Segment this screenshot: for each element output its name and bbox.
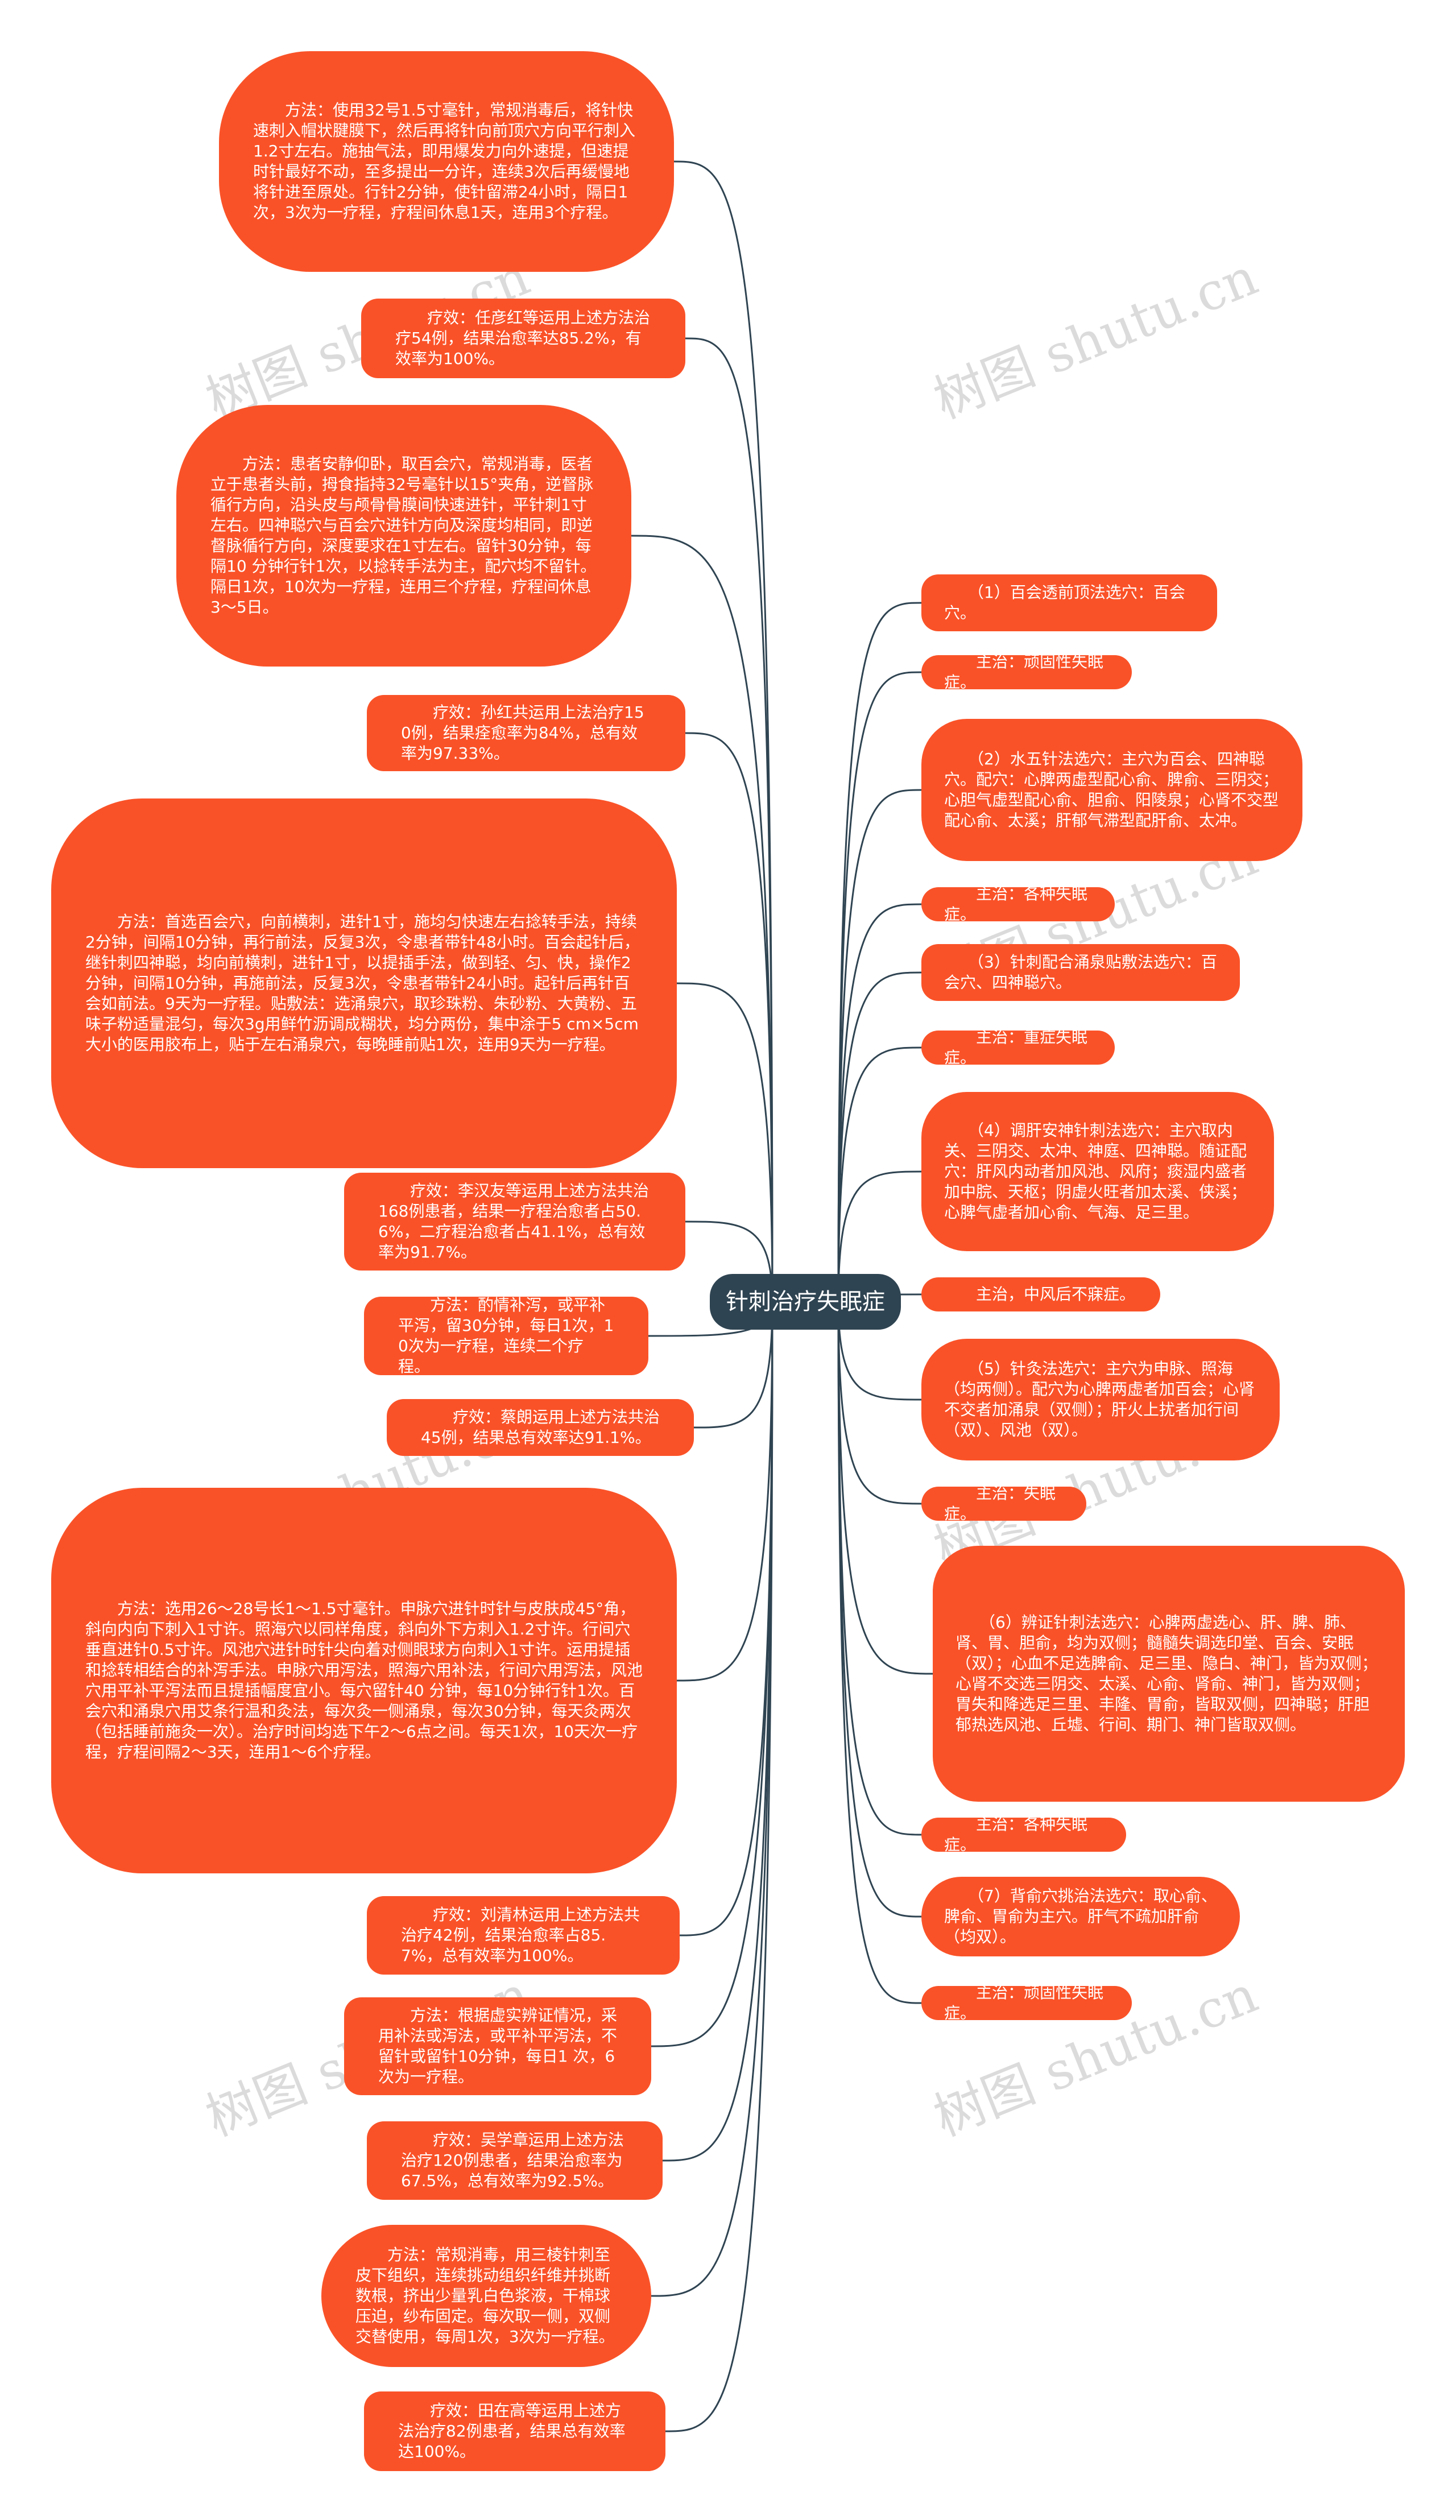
node-text: 主治：顽固性失眠症。 bbox=[944, 655, 1104, 689]
node-text: 主治：顽固性失眠症。 bbox=[944, 1986, 1104, 2020]
connector-line bbox=[676, 982, 774, 1302]
node-text: 疗效：任彦红等运用上述方法治疗54例，结果治愈率达85.2%，有效率为100%。 bbox=[395, 308, 651, 368]
node-text: （3）针刺配合涌泉贴敷法选穴：百会穴、四神聪穴。 bbox=[944, 953, 1217, 992]
left-node-method-5[interactable]: 方法：选用26～28号长1～1.5寸毫针。申脉穴进针时针与皮肤成45°角，斜向内… bbox=[51, 1488, 677, 1873]
connector-line bbox=[651, 1301, 774, 2297]
left-node-method-4[interactable]: 方法：酌情补泻，或平补平泻，留30分钟，每日1次，10次为一疗程，连续二个疗程。 bbox=[364, 1297, 648, 1375]
connector-line bbox=[837, 1301, 922, 1401]
right-node-point-4[interactable]: （4）调肝安神针刺法选穴：主穴取内关、三阴交、太冲、神庭、四神聪。随证配穴：肝风… bbox=[921, 1092, 1274, 1251]
connector-line bbox=[837, 971, 922, 1302]
node-text: 方法：常规消毒，用三棱针刺至皮下组织，连续挑动组织纤维并挑断数根，挤出少量乳白色… bbox=[355, 2245, 615, 2346]
node-text: 主治：重症失眠症。 bbox=[944, 1031, 1088, 1065]
left-node-method-7[interactable]: 方法：常规消毒，用三棱针刺至皮下组织，连续挑动组织纤维并挑断数根，挤出少量乳白色… bbox=[321, 2225, 651, 2367]
node-text: （6）辨证针刺法选穴：心脾两虚选心、肝、脾、肺、肾、胃、胆俞，均为双侧；髓髓失调… bbox=[956, 1613, 1378, 1734]
right-node-point-6[interactable]: （6）辨证针刺法选穴：心脾两虚选心、肝、脾、肺、肾、胃、胆俞，均为双侧；髓髓失调… bbox=[933, 1546, 1405, 1802]
left-node-method-3[interactable]: 方法：首选百会穴，向前横刺，进针1寸，施均匀快速左右捻转手法，持续2分钟，间隔1… bbox=[51, 798, 677, 1168]
node-text: 疗效：孙红共运用上法治疗150例，结果痊愈率为84%，总有效率为97.33%。 bbox=[401, 703, 644, 763]
node-text: 疗效：田在高等运用上述方法治疗82例患者，结果总有效率达100%。 bbox=[398, 2401, 626, 2461]
connector-line bbox=[837, 1301, 922, 1505]
node-text: 主治：各种失眠症。 bbox=[944, 887, 1088, 921]
connector-line bbox=[631, 535, 774, 1302]
connector-line bbox=[837, 1301, 922, 2004]
node-text: 方法：使用32号1.5寸毫针，常规消毒后，将针快速刺入帽状腱膜下，然后再将针向前… bbox=[253, 101, 636, 222]
connector-line bbox=[693, 1301, 774, 1429]
connector-line bbox=[651, 1301, 774, 2047]
left-node-result-7[interactable]: 疗效：田在高等运用上述方法治疗82例患者，结果总有效率达100%。 bbox=[364, 2391, 665, 2471]
left-node-result-4[interactable]: 疗效：蔡朗运用上述方法共治45例，结果总有效率达91.1%。 bbox=[387, 1399, 694, 1456]
right-node-indication-6[interactable]: 主治：各种失眠症。 bbox=[921, 1818, 1126, 1852]
left-node-method-2[interactable]: 方法：患者安静仰卧，取百会穴，常规消毒，医者立于患者头前，拇食指持32号毫针以1… bbox=[176, 405, 631, 667]
node-text: （5）针灸法选穴：主穴为申脉、照海（均两侧）。配穴为心脾两虚者加百会；心肾不交者… bbox=[944, 1359, 1255, 1439]
node-text: 疗效：李汉友等运用上述方法共治168例患者，结果一疗程治愈者占50.6%，二疗程… bbox=[378, 1181, 650, 1261]
right-node-indication-3[interactable]: 主治：重症失眠症。 bbox=[921, 1031, 1115, 1065]
node-text: 疗效：刘清林运用上述方法共治疗42例，结果治愈率占85.7%，总有效率为100%… bbox=[401, 1905, 640, 1965]
node-text: 疗效：蔡朗运用上述方法共治45例，结果总有效率达91.1%。 bbox=[421, 1408, 660, 1447]
right-node-point-5[interactable]: （5）针灸法选穴：主穴为申脉、照海（均两侧）。配穴为心脾两虚者加百会；心肾不交者… bbox=[921, 1339, 1280, 1460]
connector-line bbox=[673, 160, 774, 1302]
connector-line bbox=[837, 1046, 922, 1302]
node-text: 方法：根据虚实辨证情况，采用补法或泻法，或平补平泻法，不留针或留针10分钟，每日… bbox=[378, 2006, 618, 2086]
left-node-result-1[interactable]: 疗效：任彦红等运用上述方法治疗54例，结果治愈率达85.2%，有效率为100%。 bbox=[361, 299, 685, 378]
left-node-method-1[interactable]: 方法：使用32号1.5寸毫针，常规消毒后，将针快速刺入帽状腱膜下，然后再将针向前… bbox=[219, 51, 674, 272]
node-text: 疗效：吴学章运用上述方法治疗120例患者，结果治愈率为67.5%，总有效率为92… bbox=[401, 2130, 624, 2190]
connector-line bbox=[837, 1170, 922, 1302]
connector-line bbox=[679, 1301, 774, 1936]
left-node-result-6[interactable]: 疗效：吴学章运用上述方法治疗120例患者，结果治愈率为67.5%，总有效率为92… bbox=[367, 2121, 663, 2200]
node-text: （7）背俞穴挑治法选穴：取心俞、脾俞、胃俞为主穴。肝气不疏加肝俞（均双）。 bbox=[944, 1886, 1217, 1946]
connector-line bbox=[837, 789, 922, 1302]
node-text: （4）调肝安神针刺法选穴：主穴取内关、三阴交、太冲、神庭、四神聪。随证配穴：肝风… bbox=[944, 1121, 1247, 1222]
node-text: 主治：各种失眠症。 bbox=[944, 1818, 1088, 1852]
connector-line bbox=[665, 1301, 774, 2432]
connector-line bbox=[685, 732, 774, 1302]
node-text: 方法：患者安静仰卧，取百会穴，常规消毒，医者立于患者头前，拇食指持32号毫针以1… bbox=[210, 454, 597, 616]
right-node-indication-1[interactable]: 主治：顽固性失眠症。 bbox=[921, 655, 1132, 689]
left-node-result-3[interactable]: 疗效：李汉友等运用上述方法共治168例患者，结果一疗程治愈者占50.6%，二疗程… bbox=[344, 1173, 685, 1271]
right-node-indication-5[interactable]: 主治：失眠症。 bbox=[921, 1487, 1086, 1521]
root-node[interactable]: 针刺治疗失眠症 bbox=[710, 1274, 901, 1330]
node-text: 主治，中风后不寐症。 bbox=[944, 1285, 1136, 1304]
connector-line bbox=[837, 1301, 922, 1836]
connector-line bbox=[685, 337, 774, 1302]
node-text: （2）水五针法选穴：主穴为百会、四神聪穴。配穴：心脾两虚型配心俞、脾俞、三阴交；… bbox=[944, 750, 1279, 830]
right-node-indication-4[interactable]: 主治，中风后不寐症。 bbox=[921, 1277, 1160, 1311]
right-node-point-7[interactable]: （7）背俞穴挑治法选穴：取心俞、脾俞、胃俞为主穴。肝气不疏加肝俞（均双）。 bbox=[921, 1877, 1240, 1956]
right-node-point-2[interactable]: （2）水五针法选穴：主穴为百会、四神聪穴。配穴：心脾两虚型配心俞、脾俞、三阴交；… bbox=[921, 719, 1302, 861]
left-node-result-2[interactable]: 疗效：孙红共运用上法治疗150例，结果痊愈率为84%，总有效率为97.33%。 bbox=[367, 695, 685, 771]
right-node-point-1[interactable]: （1）百会透前顶法选穴：百会穴。 bbox=[921, 574, 1217, 631]
connector-line bbox=[837, 671, 922, 1302]
right-node-point-3[interactable]: （3）针刺配合涌泉贴敷法选穴：百会穴、四神聪穴。 bbox=[921, 944, 1240, 1001]
node-text: 方法：酌情补泻，或平补平泻，留30分钟，每日1次，10次为一疗程，连续二个疗程。 bbox=[398, 1297, 614, 1375]
connector-line bbox=[837, 903, 922, 1302]
node-text: 方法：首选百会穴，向前横刺，进针1寸，施均匀快速左右捻转手法，持续2分钟，间隔1… bbox=[85, 912, 640, 1054]
connector-line bbox=[837, 1301, 922, 1918]
node-text: 方法：选用26～28号长1～1.5寸毫针。申脉穴进针时针与皮肤成45°角，斜向内… bbox=[85, 1599, 643, 1761]
node-text: （1）百会透前顶法选穴：百会穴。 bbox=[944, 583, 1185, 622]
right-node-indication-2[interactable]: 主治：各种失眠症。 bbox=[921, 887, 1115, 921]
left-node-result-5[interactable]: 疗效：刘清林运用上述方法共治疗42例，结果治愈率占85.7%，总有效率为100%… bbox=[367, 1896, 680, 1975]
node-text: 主治：失眠症。 bbox=[944, 1487, 1056, 1521]
connector-line bbox=[837, 1301, 933, 1675]
left-node-method-6[interactable]: 方法：根据虚实辨证情况，采用补法或泻法，或平补平泻法，不留针或留针10分钟，每日… bbox=[344, 1997, 651, 2095]
connector-line bbox=[676, 1301, 774, 1682]
right-node-indication-7[interactable]: 主治：顽固性失眠症。 bbox=[921, 1986, 1132, 2020]
connector-line bbox=[837, 602, 922, 1302]
root-label: 针刺治疗失眠症 bbox=[726, 1289, 885, 1315]
